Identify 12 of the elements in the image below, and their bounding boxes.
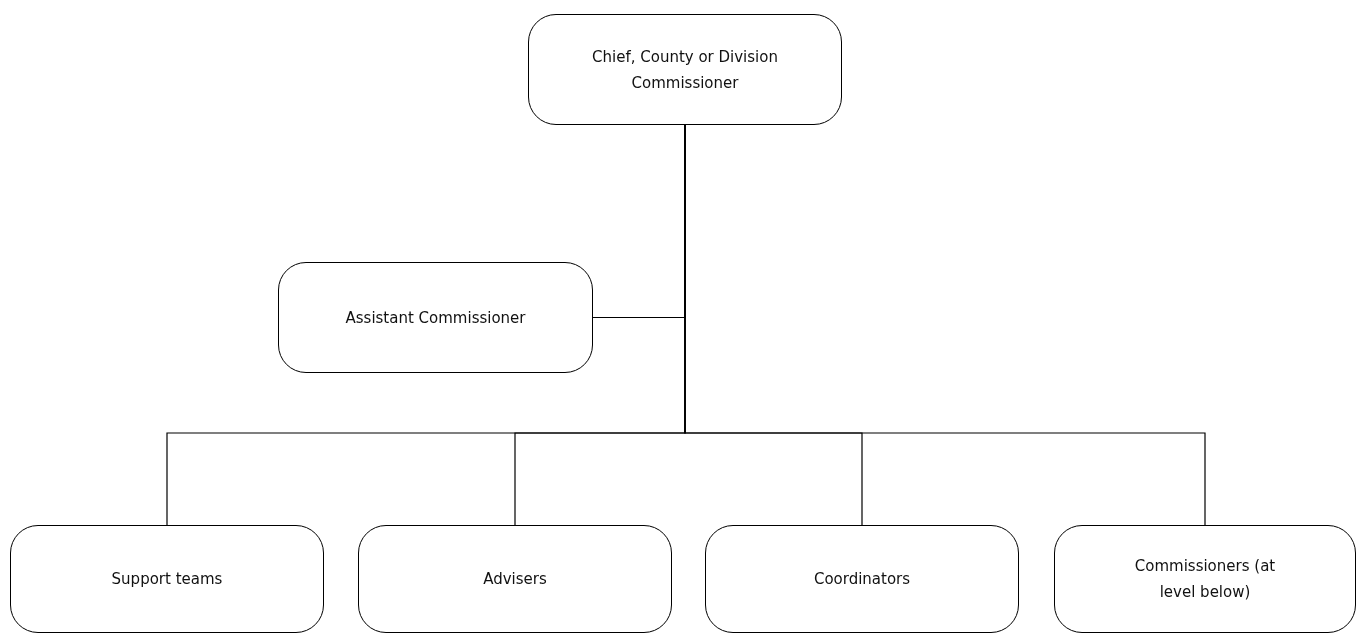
box-label: Chief, County or Division Commissioner <box>591 46 779 94</box>
rounded-box <box>10 525 324 633</box>
box-label: Commissioners (at level below) <box>1133 556 1277 603</box>
box-label: Assistant Commissioner <box>345 307 526 329</box>
rounded-box <box>1054 525 1356 633</box>
box-label: Support teams <box>111 569 223 590</box>
rounded-box <box>278 262 593 373</box>
rounded-box <box>705 525 1019 633</box>
box-label: Coordinators <box>813 569 911 590</box>
rounded-box <box>358 525 672 633</box>
box-label: Advisers <box>483 569 547 590</box>
rounded-box <box>528 14 842 125</box>
